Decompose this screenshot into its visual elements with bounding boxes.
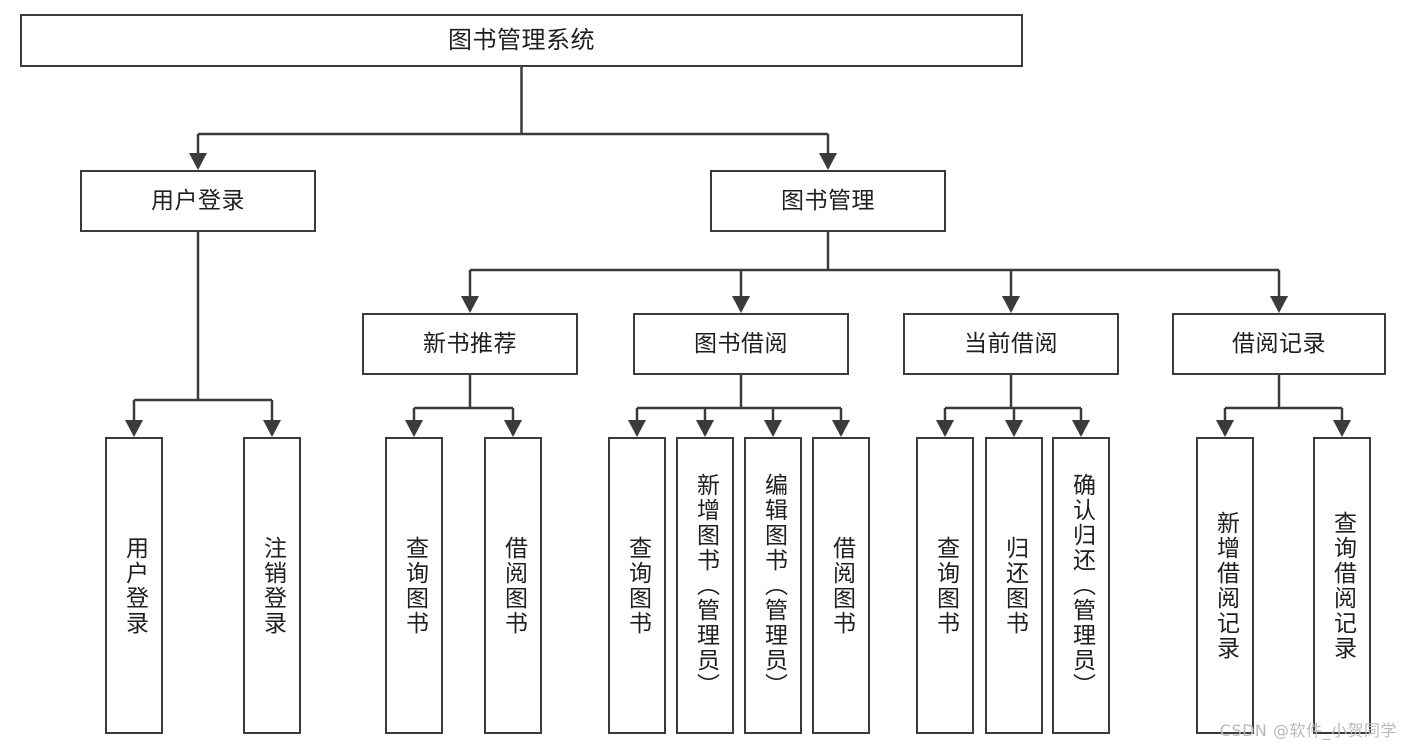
node-label-new-book-rec: 新书推荐 (423, 330, 517, 357)
arrowhead-leaf-borrow-book-2 (832, 420, 850, 437)
node-label-book-borrow: 图书借阅 (694, 330, 788, 357)
arrowhead-leaf-edit-book (764, 420, 782, 437)
arrowhead-leaf-query-book-1 (405, 420, 423, 437)
arrowhead-leaf-borrow-book-1 (504, 420, 522, 437)
node-leaf-query-book-3[interactable]: 查询图书 (916, 437, 974, 734)
node-leaf-query-book-1[interactable]: 查询图书 (385, 437, 443, 734)
node-current-loan[interactable]: 当前借阅 (903, 313, 1119, 375)
node-label-leaf-confirm-return: 确认归还（管理员） (1068, 473, 1095, 698)
arrowhead-leaf-user-logout (263, 420, 281, 437)
arrowhead-leaf-add-record (1216, 420, 1234, 437)
arrowhead-current-loan (1002, 296, 1020, 313)
node-leaf-edit-book[interactable]: 编辑图书（管理员） (744, 437, 802, 734)
node-label-leaf-add-book: 新增图书（管理员） (692, 473, 719, 698)
node-root[interactable]: 图书管理系统 (20, 14, 1023, 67)
watermark-label: CSDN @软件_小贺同学 (1219, 721, 1397, 740)
node-leaf-confirm-return[interactable]: 确认归还（管理员） (1052, 437, 1110, 734)
node-label-root: 图书管理系统 (448, 25, 595, 54)
arrowhead-book-manage (819, 153, 837, 170)
node-label-user-login: 用户登录 (151, 187, 245, 214)
arrowhead-leaf-query-record (1333, 420, 1351, 437)
arrowhead-loan-record (1270, 296, 1288, 313)
node-label-leaf-return-book: 归还图书 (1001, 535, 1028, 636)
node-label-leaf-query-book-3: 查询图书 (932, 535, 959, 636)
node-label-leaf-user-login: 用户登录 (121, 535, 148, 636)
node-label-leaf-add-record: 新增借阅记录 (1212, 510, 1239, 661)
arrowhead-leaf-return-book (1005, 420, 1023, 437)
node-user-login[interactable]: 用户登录 (80, 170, 316, 232)
node-label-book-manage: 图书管理 (781, 187, 875, 214)
node-leaf-borrow-book-1[interactable]: 借阅图书 (484, 437, 542, 734)
node-book-borrow[interactable]: 图书借阅 (633, 313, 849, 375)
arrowhead-leaf-confirm-return (1072, 420, 1090, 437)
node-label-leaf-query-book-1: 查询图书 (401, 535, 428, 636)
node-label-loan-record: 借阅记录 (1232, 330, 1326, 357)
node-label-leaf-borrow-book-2: 借阅图书 (828, 535, 855, 636)
arrowhead-leaf-query-book-2 (628, 420, 646, 437)
node-label-leaf-user-logout: 注销登录 (259, 535, 286, 636)
node-leaf-query-record[interactable]: 查询借阅记录 (1313, 437, 1371, 734)
arrowhead-leaf-user-login (125, 420, 143, 437)
node-leaf-borrow-book-2[interactable]: 借阅图书 (812, 437, 870, 734)
node-leaf-user-login[interactable]: 用户登录 (105, 437, 163, 734)
arrowhead-leaf-query-book-3 (936, 420, 954, 437)
node-leaf-add-book[interactable]: 新增图书（管理员） (676, 437, 734, 734)
node-book-manage[interactable]: 图书管理 (710, 170, 946, 232)
arrowhead-leaf-add-book (696, 420, 714, 437)
node-label-leaf-query-record: 查询借阅记录 (1329, 510, 1356, 661)
arrowhead-user-login (189, 153, 207, 170)
node-label-leaf-query-book-2: 查询图书 (624, 535, 651, 636)
node-leaf-query-book-2[interactable]: 查询图书 (608, 437, 666, 734)
node-label-leaf-borrow-book-1: 借阅图书 (500, 535, 527, 636)
node-leaf-add-record[interactable]: 新增借阅记录 (1196, 437, 1254, 734)
arrowhead-book-borrow (732, 296, 750, 313)
node-label-current-loan: 当前借阅 (964, 330, 1058, 357)
arrowhead-new-book-rec (461, 296, 479, 313)
node-leaf-user-logout[interactable]: 注销登录 (243, 437, 301, 734)
node-new-book-rec[interactable]: 新书推荐 (362, 313, 578, 375)
node-label-leaf-edit-book: 编辑图书（管理员） (760, 473, 787, 698)
node-leaf-return-book[interactable]: 归还图书 (985, 437, 1043, 734)
node-loan-record[interactable]: 借阅记录 (1172, 313, 1386, 375)
